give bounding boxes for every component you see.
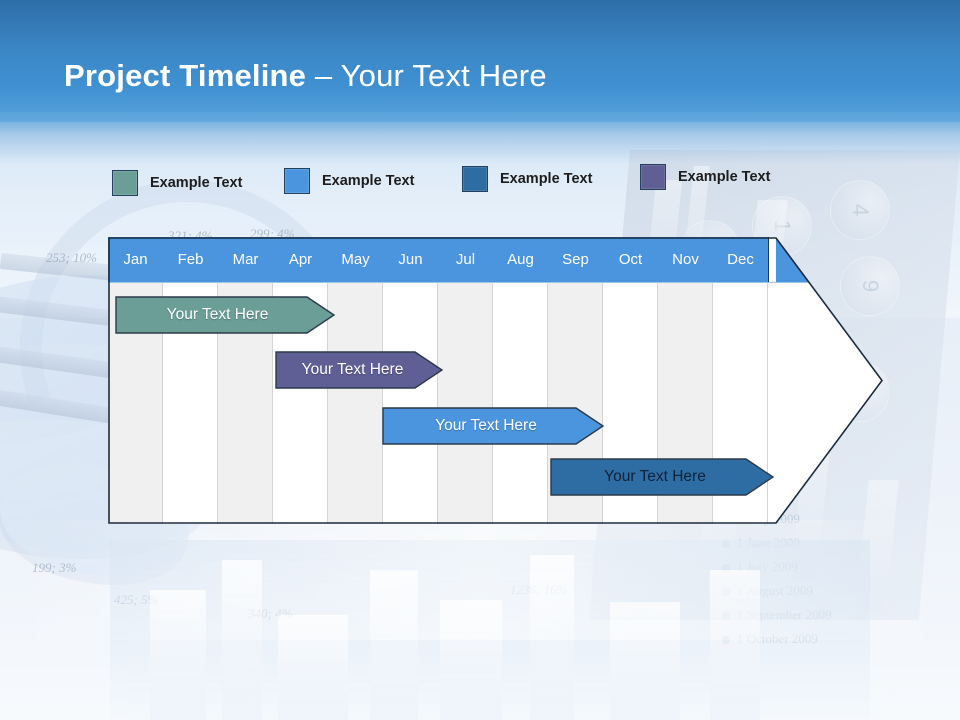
timeline-column-jan[interactable]: Jan <box>108 237 164 524</box>
timeline-column-mar[interactable]: Mar <box>218 237 274 524</box>
legend-swatch-icon <box>284 168 310 194</box>
background-pie-label-1: 253; 10% <box>46 250 97 265</box>
page-title-bold: Project Timeline <box>64 58 307 93</box>
legend-swatch-icon <box>462 166 488 192</box>
page-title: Project Timeline – Your Text Here <box>64 58 547 94</box>
legend-item-2[interactable]: Example Text <box>284 168 414 194</box>
timeline-bar-1[interactable] <box>115 295 336 335</box>
timeline-bar-4[interactable] <box>550 457 775 497</box>
month-header-apr[interactable]: Apr <box>273 237 329 282</box>
page-title-rest: Your Text Here <box>340 58 547 93</box>
page-title-separator: – <box>306 58 341 93</box>
timeline-header-divider <box>108 282 820 283</box>
month-header-jan[interactable]: Jan <box>108 237 164 282</box>
month-header-nov[interactable]: Nov <box>658 237 714 282</box>
month-header-feb[interactable]: Feb <box>163 237 219 282</box>
legend-item-4[interactable]: Example Text <box>640 164 770 190</box>
title-band-fade <box>0 112 960 164</box>
legend-swatch-icon <box>640 164 666 190</box>
legend-item-label: Example Text <box>678 169 771 185</box>
legend-item-label: Example Text <box>150 175 243 191</box>
timeline-chart: Jan Feb Mar Apr May Jun Jul Aug Sep Oct … <box>108 237 883 524</box>
timeline-bar-3[interactable] <box>382 406 605 446</box>
month-header-mar[interactable]: Mar <box>218 237 274 282</box>
legend: Example Text Example Text Example Text E… <box>112 164 832 196</box>
month-header-sep[interactable]: Sep <box>548 237 604 282</box>
title-band <box>0 0 960 164</box>
month-header-dec[interactable]: Dec <box>713 237 769 282</box>
timeline-bar-2[interactable] <box>275 350 444 390</box>
legend-item-1[interactable]: Example Text <box>112 170 242 196</box>
month-header-oct[interactable]: Oct <box>603 237 659 282</box>
timeline-column-aug[interactable]: Aug <box>493 237 549 524</box>
timeline-header-arrow-tip <box>776 237 830 282</box>
month-header-may[interactable]: May <box>328 237 384 282</box>
month-header-aug[interactable]: Aug <box>493 237 549 282</box>
legend-item-label: Example Text <box>322 173 415 189</box>
legend-item-3[interactable]: Example Text <box>462 166 592 192</box>
legend-item-label: Example Text <box>500 171 593 187</box>
month-header-jun[interactable]: Jun <box>383 237 439 282</box>
timeline-column-feb[interactable]: Feb <box>163 237 219 524</box>
legend-swatch-icon <box>112 170 138 196</box>
timeline-column-jul[interactable]: Jul <box>438 237 494 524</box>
month-header-jul[interactable]: Jul <box>438 237 494 282</box>
background-glass-sheen <box>0 520 960 640</box>
